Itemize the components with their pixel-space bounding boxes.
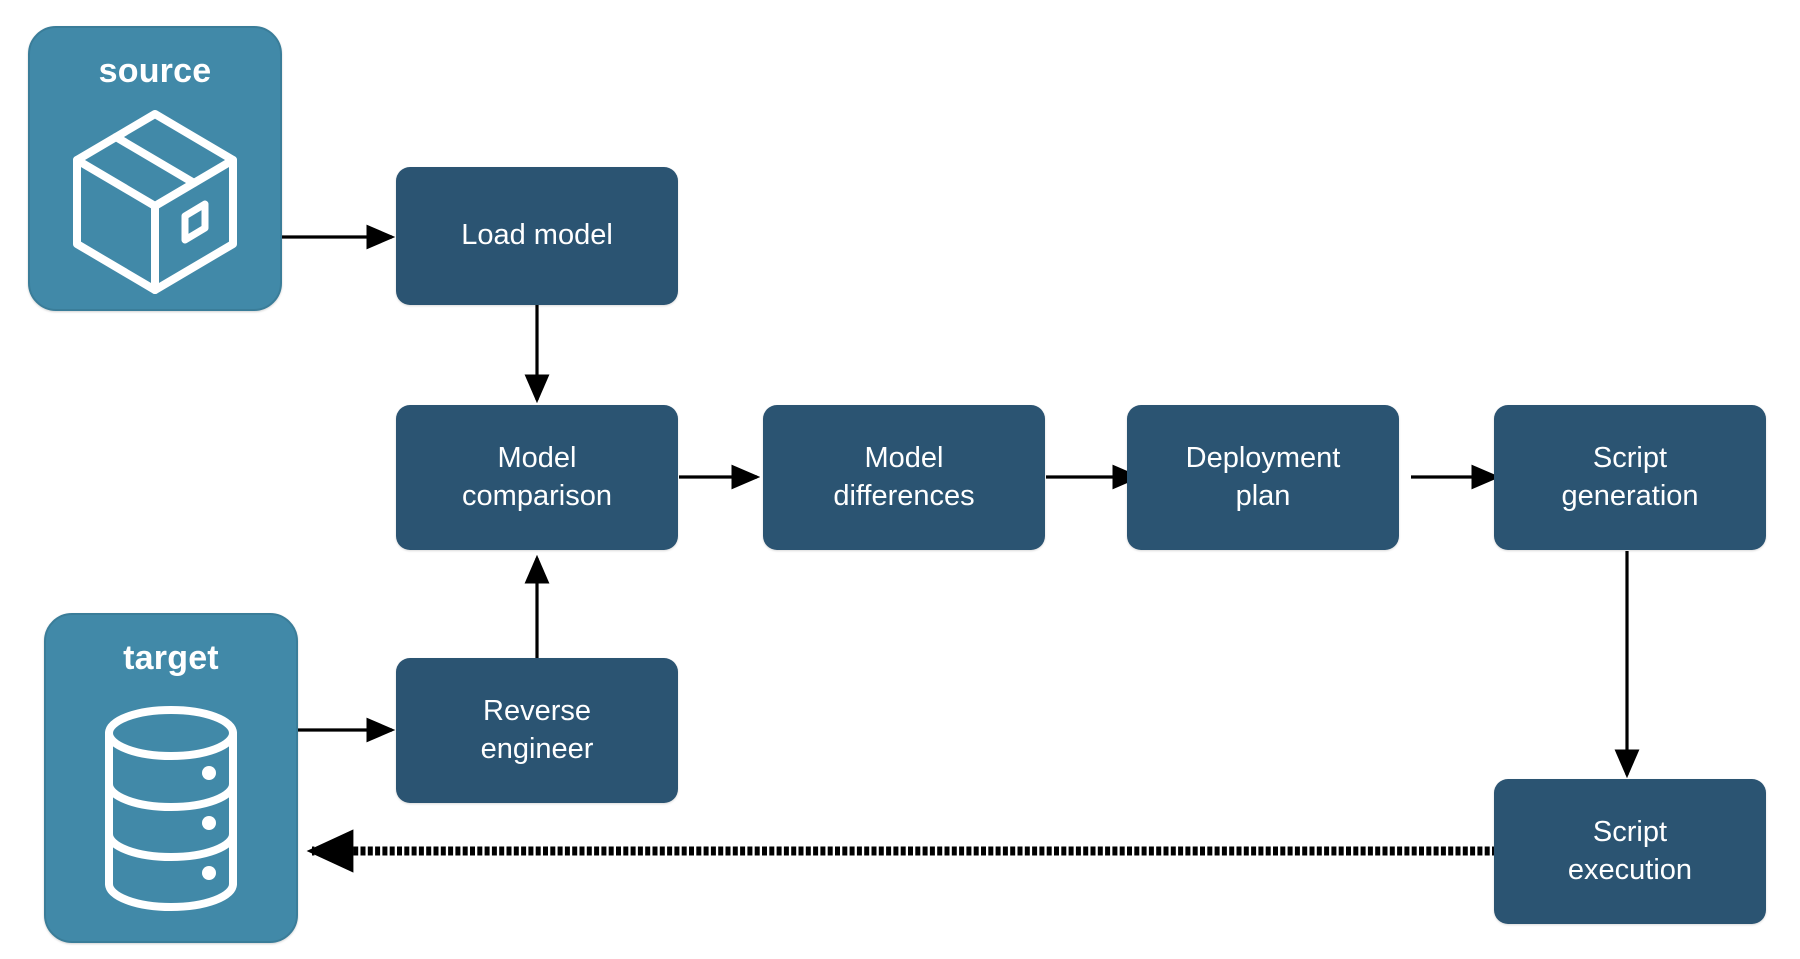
process-label-line2: generation bbox=[1561, 479, 1699, 512]
process-box-deployment-plan[interactable]: Deployment plan bbox=[1127, 405, 1399, 550]
process-label-line1: Model bbox=[864, 442, 944, 475]
process-label-line2: differences bbox=[833, 479, 975, 512]
process-label-line1: Script bbox=[1592, 816, 1668, 849]
process-label-script-execution: Script execution bbox=[1568, 814, 1692, 888]
process-label-line2: plan bbox=[1235, 479, 1291, 512]
process-label-line1: Script bbox=[1592, 442, 1668, 475]
endpoint-label-source: source bbox=[98, 52, 212, 90]
process-label-line1: Deployment bbox=[1185, 442, 1341, 475]
process-label-line2: comparison bbox=[462, 479, 612, 512]
process-label-load-model: Load model bbox=[461, 219, 613, 252]
process-label-script-generation: Script generation bbox=[1561, 440, 1698, 514]
process-label-line2: engineer bbox=[480, 732, 594, 765]
package-box-icon bbox=[30, 88, 280, 309]
process-box-script-generation[interactable]: Script generation bbox=[1494, 405, 1766, 550]
endpoint-node-target[interactable]: target bbox=[44, 613, 298, 943]
process-box-script-execution[interactable]: Script execution bbox=[1494, 779, 1766, 924]
process-label-line2: execution bbox=[1567, 853, 1693, 886]
endpoint-label-target: target bbox=[123, 639, 219, 677]
process-box-model-comparison[interactable]: Model comparison bbox=[396, 405, 678, 550]
process-label-model-differences: Model differences bbox=[833, 440, 974, 514]
process-box-load-model[interactable]: Load model bbox=[396, 167, 678, 305]
process-label-line1: Model bbox=[497, 442, 577, 475]
process-box-model-differences[interactable]: Model differences bbox=[763, 405, 1045, 550]
process-label-deployment-plan: Deployment plan bbox=[1186, 440, 1341, 514]
process-label-reverse-engineer: Reverse engineer bbox=[481, 693, 594, 767]
process-label-model-comparison: Model comparison bbox=[462, 440, 612, 514]
process-box-reverse-engineer[interactable]: Reverse engineer bbox=[396, 658, 678, 803]
database-cylinder-icon bbox=[46, 675, 296, 941]
endpoint-node-source[interactable]: source bbox=[28, 26, 282, 311]
process-label-line1: Reverse bbox=[483, 695, 591, 728]
